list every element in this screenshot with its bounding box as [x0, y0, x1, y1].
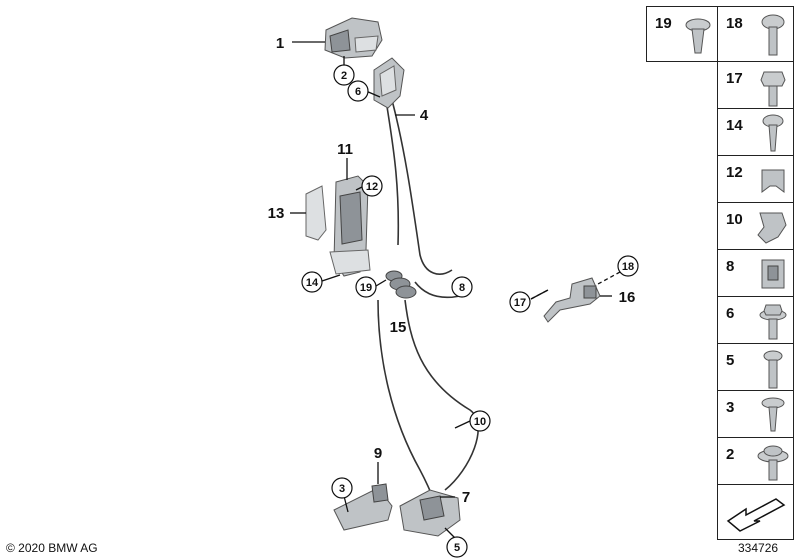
hex-bolt-icon: [760, 71, 786, 107]
panel-cell-17: 17: [717, 61, 794, 109]
callout-19: 19: [360, 282, 372, 294]
washer-screw-icon: [757, 445, 789, 481]
panel-cell-2: 2: [717, 437, 794, 485]
panel-cell-10: 10: [717, 202, 794, 250]
panel-cell-18: 18: [717, 6, 794, 62]
callout-13: 13: [268, 205, 285, 222]
callout-circle-12: [361, 175, 383, 197]
callout-2: 2: [341, 70, 347, 82]
panel-label-2: 2: [726, 446, 735, 463]
pan-screw-icon: [762, 114, 784, 152]
panel-label-17: 17: [726, 70, 743, 87]
panel-cell-direction: [717, 484, 794, 540]
callout-12: 12: [366, 181, 378, 193]
direction-arrow-icon: [726, 498, 786, 532]
callout-circle-10: [469, 410, 491, 432]
panel-label-12: 12: [726, 164, 743, 181]
part-16-actuator-arm: [543, 277, 601, 323]
panel-label-5: 5: [726, 352, 735, 369]
panel-cell-3: 3: [717, 390, 794, 438]
callout-3: 3: [339, 483, 345, 495]
panel-cell-5: 5: [717, 343, 794, 391]
panel-label-14: 14: [726, 117, 743, 134]
panel-label-19: 19: [655, 15, 672, 32]
callout-16: 16: [619, 289, 636, 306]
callout-10: 10: [474, 416, 486, 428]
panel-label-3: 3: [726, 399, 735, 416]
panel-label-18: 18: [726, 15, 743, 32]
callout-circle-3: [331, 477, 353, 499]
callout-circle-14: [301, 271, 323, 293]
callout-15: 15: [390, 319, 407, 336]
countersunk-screw-icon: [761, 397, 785, 432]
callout-8: 8: [459, 282, 465, 294]
callout-circle-2: [333, 64, 355, 86]
part-1-handle-bracket: [324, 17, 383, 59]
torx-bolt-icon: [763, 350, 783, 389]
callout-11: 11: [337, 141, 353, 158]
part-13-cover: [305, 185, 327, 241]
push-rivet-icon: [685, 18, 711, 54]
callout-18: 18: [622, 261, 634, 273]
copyright-text: © 2020 BMW AG: [6, 541, 98, 555]
panel-label-8: 8: [726, 258, 735, 275]
panel-label-10: 10: [726, 211, 743, 228]
callout-1: 1: [276, 35, 284, 52]
panel-cell-8: 8: [717, 249, 794, 297]
callout-6: 6: [355, 86, 361, 98]
panel-label-6: 6: [726, 305, 735, 322]
callout-circle-8: [451, 276, 473, 298]
part-15-grommet: [385, 270, 417, 299]
cable-clip-icon: [757, 212, 787, 244]
callout-circle-18: [617, 255, 639, 277]
callout-circle-6: [347, 80, 369, 102]
callout-14: 14: [306, 277, 319, 289]
part-4-release-lever: [373, 57, 405, 109]
clip-nut-icon: [761, 169, 785, 193]
torx-screw-icon: [761, 14, 785, 56]
callout-circle-19: [355, 276, 377, 298]
callout-9: 9: [374, 445, 382, 462]
drawing-id: 334726: [738, 541, 779, 555]
cables: [377, 99, 479, 506]
callout-4: 4: [420, 107, 429, 124]
leader-lines: [290, 41, 621, 541]
part-11-lock-body: [329, 175, 371, 277]
panel-cell-6: 6: [717, 296, 794, 344]
part-9-bracket: [333, 483, 393, 531]
flange-bolt-icon: [759, 304, 787, 340]
callout-5: 5: [454, 542, 460, 554]
panel-cell-12: 12: [717, 155, 794, 203]
callout-circle-5: [446, 536, 468, 558]
panel-cell-14: 14: [717, 108, 794, 156]
callout-17: 17: [514, 297, 526, 309]
callout-circle-17: [509, 291, 531, 313]
panel-cell-19: 19: [646, 6, 718, 62]
spring-nut-icon: [761, 259, 785, 289]
callout-7: 7: [462, 489, 470, 506]
part-7-latch: [399, 489, 461, 537]
